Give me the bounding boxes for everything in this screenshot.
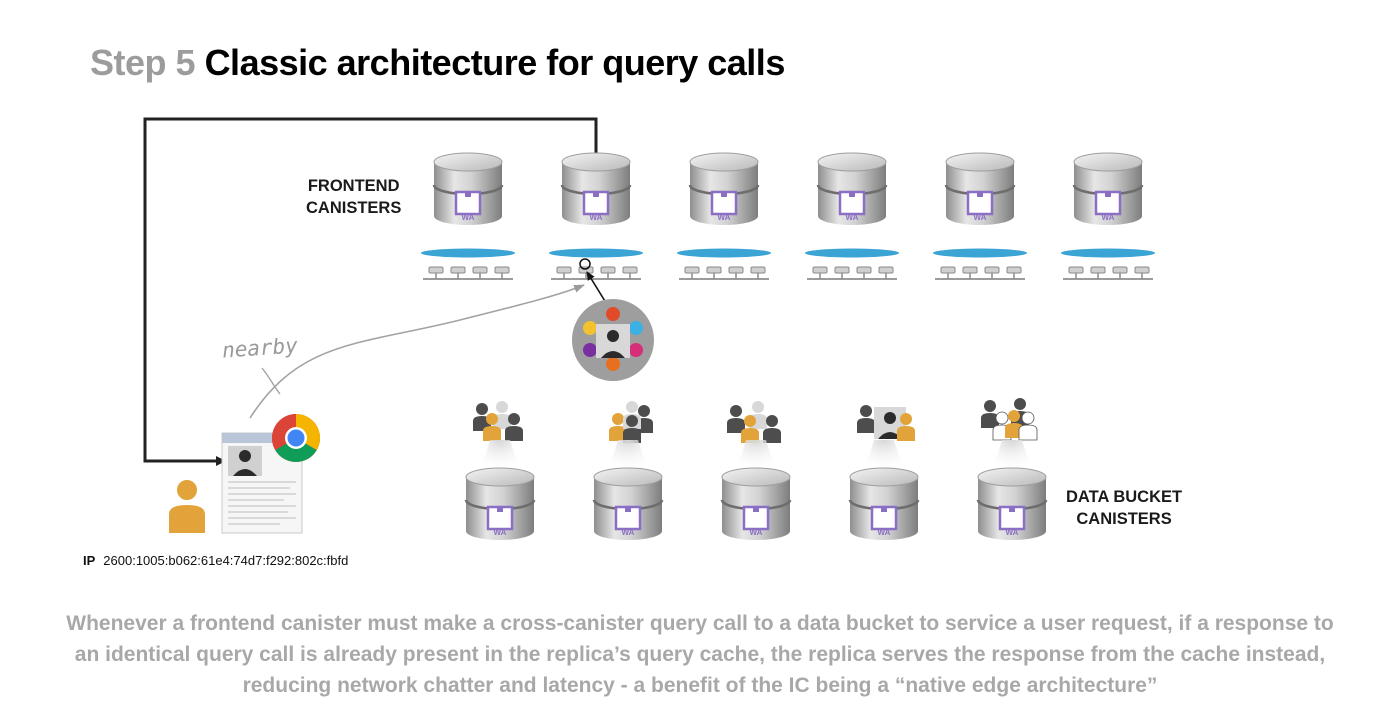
canister-badge: WA	[974, 213, 987, 222]
canister-badge: WA	[846, 213, 859, 222]
beams	[480, 440, 1032, 472]
nearby-pointer	[261, 367, 281, 395]
frontend-canisters	[432, 151, 1144, 227]
server-node-icon	[550, 266, 642, 280]
ip-value: 2600:1005:b062:61e4:74d7:f292:802c:fbfd	[103, 553, 349, 568]
step-number: Step 5	[90, 42, 196, 83]
subnet-ellipse	[933, 248, 1027, 258]
node-rows	[422, 266, 1154, 280]
request-loop-arrow	[143, 117, 598, 466]
user-group-icon	[609, 401, 653, 443]
server-node-icon	[1062, 266, 1154, 280]
bucket-canisters-label: DATA BUCKET CANISTERS	[1066, 486, 1182, 530]
bucket-label-line1: DATA BUCKET	[1066, 488, 1183, 506]
canister-badge: WA	[750, 528, 763, 537]
canister-badges: WA WA WA WA WA WA WA WA WA WA WA	[462, 213, 1115, 537]
user-groups	[473, 398, 1038, 443]
canister-badge: WA	[1006, 528, 1019, 537]
canister-badge: WA	[462, 213, 475, 222]
user-group-icon	[727, 401, 781, 443]
user-icon	[167, 478, 207, 535]
page-title: Step 5 Classic architecture for query ca…	[90, 42, 785, 84]
subnet-ellipse	[805, 248, 899, 258]
ip-label: IP	[83, 553, 96, 568]
server-node-icon	[678, 266, 770, 280]
caption: Whenever a frontend canister must make a…	[66, 612, 1334, 697]
subnet-ellipse	[677, 248, 771, 258]
frontend-canisters-label: FRONTEND CANISTERS	[306, 175, 401, 219]
user-group-icon	[857, 405, 915, 441]
user-group-icon	[981, 398, 1038, 441]
canister-badge: WA	[622, 528, 635, 537]
server-node-icon	[422, 266, 514, 280]
subnet-ellipses	[421, 248, 1155, 258]
ip-address: IP 2600:1005:b062:61e4:74d7:f292:802c:fbf…	[83, 553, 348, 568]
dfinity-node-icon	[572, 271, 654, 381]
canister-badge: WA	[878, 528, 891, 537]
canister-badge: WA	[718, 213, 731, 222]
server-node-icon	[806, 266, 898, 280]
user-group-icon	[473, 401, 523, 441]
nearby-route-arrow	[249, 284, 585, 419]
frontend-label-line2: CANISTERS	[306, 199, 402, 217]
canister-badge: WA	[494, 528, 507, 537]
canister-badge: WA	[590, 213, 603, 222]
bucket-label-line2: CANISTERS	[1076, 510, 1172, 528]
subnet-ellipse	[1061, 248, 1155, 258]
frontend-label-line1: FRONTEND	[307, 177, 400, 195]
server-node-icon	[934, 266, 1026, 280]
target-node-ring	[579, 258, 591, 270]
subnet-ellipse	[549, 248, 643, 258]
subnet-ellipse	[421, 248, 515, 258]
chrome-icon	[271, 414, 321, 463]
title-text: Classic architecture for query calls	[204, 42, 786, 83]
canister-badge: WA	[1102, 213, 1115, 222]
